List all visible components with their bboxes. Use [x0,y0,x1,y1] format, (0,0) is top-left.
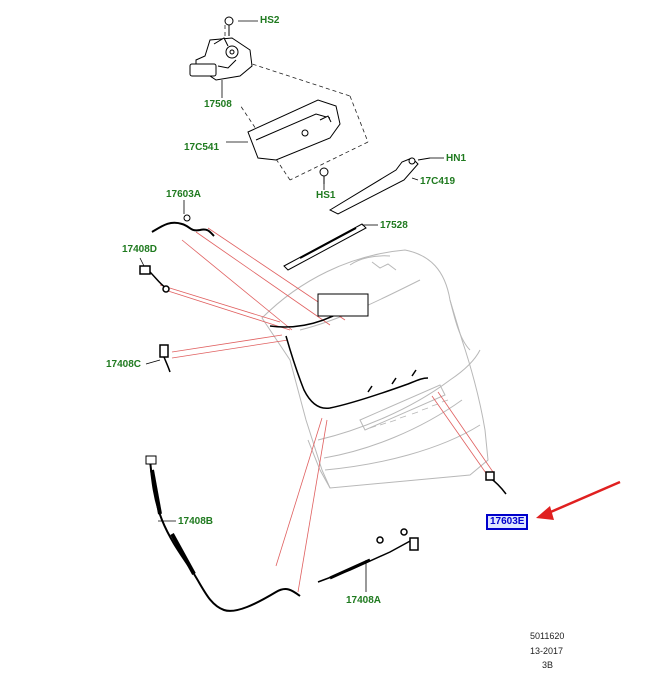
footer-ref-3: 3B [542,660,554,670]
leader-lines [159,227,494,593]
connector-17408c [159,344,171,373]
wiper-arm [328,157,431,215]
harness-17408a [317,528,419,583]
callout-17603e: 17603E [486,514,529,530]
tailgate-harness [269,293,429,410]
connector-17603e [485,471,507,495]
callout-17408b: 17408B [178,516,214,527]
callout-hs2: HS2 [260,15,280,26]
highlight-arrow [536,480,621,520]
harness-17408b [145,455,301,612]
callout-hs1: HS1 [316,190,336,201]
callout-17408a: 17408A [346,595,382,606]
footer-ref-1: 5011620 [530,631,565,641]
callout-17603a: 17603A [166,189,202,200]
screw-hs1 [319,167,329,184]
callout-17c541: 17C541 [184,142,220,153]
connector-17408d [139,265,170,293]
callout-17528: 17528 [380,220,408,231]
callout-leaders [139,20,444,592]
cover-panel [247,99,341,161]
tailgate-badge [369,399,449,429]
callout-17408c: 17408C [106,359,142,370]
footer-ref-2: 13-2017 [530,646,564,656]
wiper-motor [189,16,253,81]
callout-hn1: HN1 [446,153,467,164]
callout-17508: 17508 [204,99,232,110]
callout-17c419: 17C419 [420,176,456,187]
callout-17408d: 17408D [122,244,158,255]
wiper-blade [283,223,367,271]
hose-17603a [151,214,215,237]
